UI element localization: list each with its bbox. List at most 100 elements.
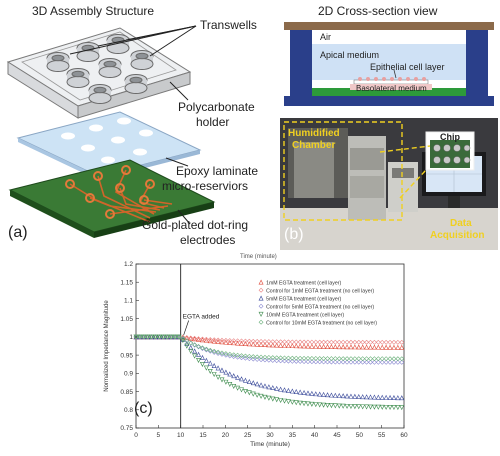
data-point [360, 404, 366, 410]
data-point [340, 356, 346, 362]
data-point [321, 339, 327, 345]
data-point [203, 357, 209, 363]
assembly-illustration [6, 25, 216, 238]
data-point [149, 334, 155, 340]
data-point [383, 359, 389, 365]
data-point [168, 334, 174, 340]
data-point [278, 355, 284, 361]
data-point [282, 398, 288, 404]
data-point [231, 354, 237, 360]
data-point [317, 356, 323, 361]
data-point [336, 359, 342, 365]
data-point [344, 356, 350, 362]
x-tick-label: 20 [222, 432, 230, 439]
data-point [223, 351, 229, 357]
data-point [340, 359, 346, 365]
data-point [352, 393, 358, 399]
data-point [321, 402, 327, 408]
legend-entry: 1mM EGTA treatment (cell layer) [266, 280, 341, 286]
data-point [207, 369, 213, 374]
data-point [250, 380, 256, 386]
data-point [282, 342, 288, 348]
data-point [325, 359, 330, 365]
data-point [383, 344, 389, 350]
data-point [309, 401, 315, 407]
data-point [364, 359, 370, 365]
data-point [199, 354, 205, 360]
data-point [399, 356, 405, 362]
data-point [348, 356, 354, 362]
x-tick-label: 45 [333, 432, 341, 439]
data-point [231, 352, 237, 358]
data-point [254, 392, 260, 398]
data-point [297, 400, 303, 406]
data-point [246, 341, 252, 347]
data-point [200, 345, 205, 351]
data-point [192, 335, 198, 341]
data-point [375, 404, 381, 410]
y-tick-label: 1 [129, 334, 133, 341]
data-point [282, 339, 287, 345]
data-point [364, 394, 370, 400]
data-point [336, 344, 342, 350]
data-point [387, 394, 393, 400]
humidified-label-2: Chamber [292, 140, 336, 151]
data-point [332, 403, 338, 409]
data-point [364, 339, 370, 345]
data-point [348, 344, 354, 350]
data-point [274, 385, 280, 391]
data-point [219, 337, 225, 343]
data-point [246, 378, 252, 384]
x-tick-label: 0 [134, 432, 138, 439]
y-tick-label: 0.75 [120, 425, 133, 432]
lab-setup-photo [280, 118, 498, 250]
data-point [313, 359, 319, 365]
data-point [328, 356, 334, 362]
data-point [250, 391, 256, 397]
label-epoxy-line1: Epoxy laminate [176, 164, 259, 178]
data-point [227, 381, 233, 387]
data-point [297, 355, 303, 361]
data-point [321, 359, 327, 365]
data-point [254, 354, 260, 360]
data-point [305, 355, 311, 361]
data-point [313, 339, 319, 345]
data-point [395, 405, 401, 411]
y-tick-label: 1.1 [124, 298, 133, 305]
data-point [231, 338, 237, 344]
data-point [399, 405, 405, 411]
panel-b-heading: 2D Cross-section view [318, 4, 438, 18]
data-point [285, 342, 291, 348]
data-point [250, 338, 256, 344]
data-point [289, 399, 295, 405]
data-point [352, 359, 358, 365]
transwell-array [46, 34, 154, 104]
data-point [387, 359, 393, 365]
x-tick-label: 40 [311, 432, 319, 439]
data-point [192, 342, 198, 348]
panel-b-cross-section: 2D Cross-section view Air Apical medium … [280, 0, 498, 118]
data-point [278, 339, 284, 345]
data-point [262, 394, 268, 400]
x-tick-label: 60 [400, 432, 408, 439]
data-point [266, 357, 272, 363]
data-point [199, 362, 205, 367]
data-point [227, 338, 233, 343]
legend-entry: 5mM EGTA treatment (cell layer) [266, 296, 341, 302]
data-point [215, 338, 221, 344]
data-point [196, 344, 201, 350]
data-point [266, 339, 272, 345]
data-point [301, 339, 307, 345]
event-annotation: EGTA added [183, 314, 220, 321]
data-point [328, 343, 334, 349]
data-point [282, 355, 287, 361]
data-point [375, 359, 381, 365]
data-point [313, 391, 319, 397]
data-point [258, 382, 264, 388]
data-point [356, 339, 362, 345]
data-point [250, 354, 256, 360]
data-point [371, 356, 377, 362]
data-point [321, 356, 327, 361]
data-point [336, 392, 342, 398]
data-point [203, 347, 209, 353]
